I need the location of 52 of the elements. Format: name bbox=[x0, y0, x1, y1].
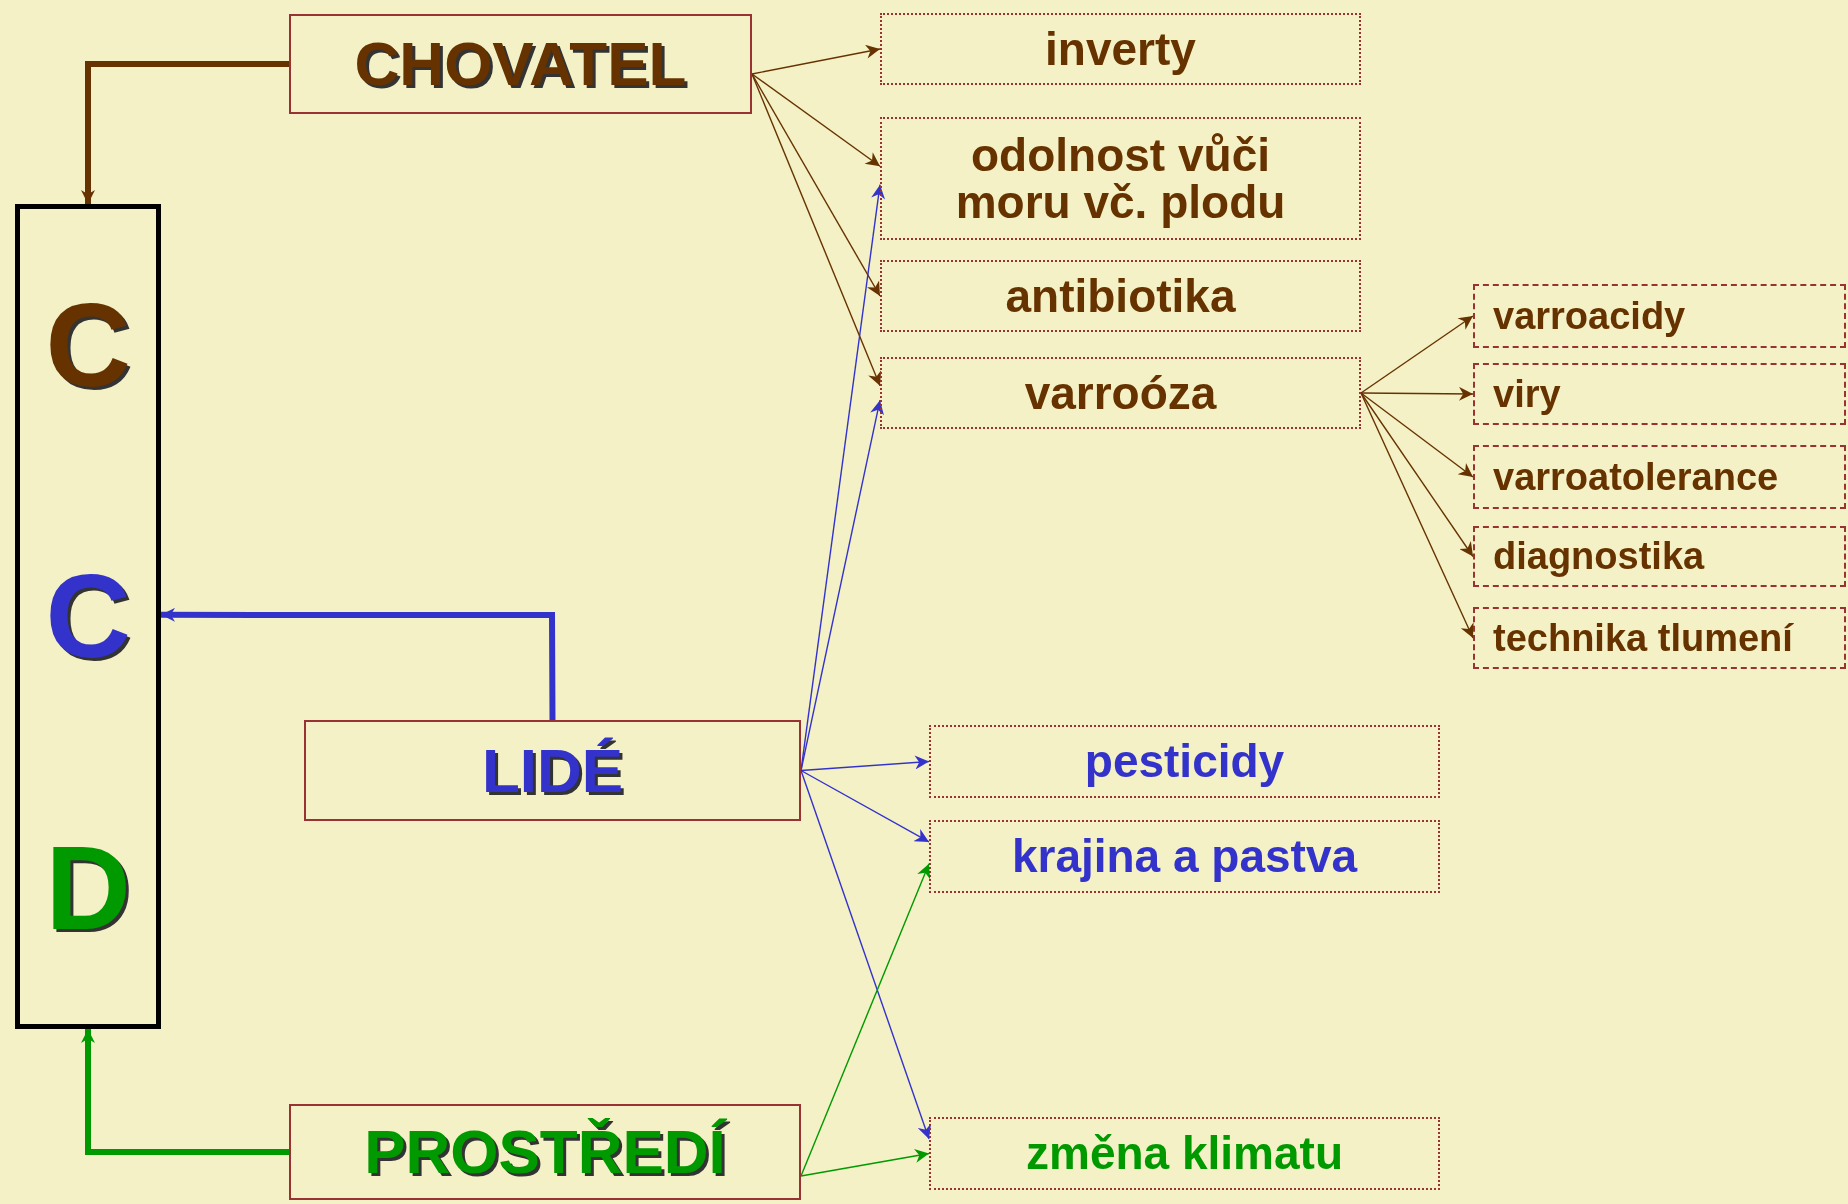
arrow bbox=[1360, 315, 1474, 394]
letter: C bbox=[45, 556, 131, 677]
arrow bbox=[800, 1149, 930, 1177]
topic-label: varroatolerance bbox=[1493, 457, 1779, 497]
topic-box bbox=[929, 820, 1440, 893]
topic-label: varroacidy bbox=[1493, 296, 1686, 336]
topic-label: pesticidy bbox=[1084, 738, 1285, 785]
topic-label: technika tlumení bbox=[1493, 618, 1793, 658]
arrow bbox=[1360, 392, 1474, 639]
arrow bbox=[800, 769, 931, 1140]
topic-label: diagnostika bbox=[1493, 537, 1705, 576]
letter: C bbox=[45, 284, 131, 405]
topic-box bbox=[929, 725, 1440, 798]
topic-box bbox=[289, 14, 752, 114]
topic-label: inverty bbox=[1045, 25, 1196, 73]
topic-label: viry bbox=[1493, 374, 1561, 414]
letter: D bbox=[45, 827, 131, 949]
topic-box bbox=[880, 357, 1361, 429]
arrow bbox=[1360, 386, 1474, 401]
topic-box bbox=[289, 1104, 801, 1200]
arrow bbox=[751, 73, 881, 167]
topic-label: CHOVATEL bbox=[354, 32, 687, 96]
topic-box bbox=[929, 1117, 1440, 1190]
topic-label: varroóza bbox=[1024, 369, 1217, 417]
topic-box bbox=[1473, 284, 1846, 348]
topic-label: změna klimatu bbox=[1026, 1130, 1343, 1177]
topic-label: antibiotika bbox=[1005, 272, 1236, 320]
arrow bbox=[161, 607, 556, 720]
topic-label: odolnost vůči moru vč. plodu bbox=[954, 131, 1287, 226]
topic-label: LIDÉ bbox=[481, 738, 624, 803]
arrow bbox=[751, 73, 882, 387]
arrow bbox=[751, 44, 881, 75]
arrow bbox=[81, 1029, 289, 1155]
arrow bbox=[800, 863, 931, 1177]
arrow bbox=[800, 769, 930, 843]
arrow bbox=[800, 399, 884, 772]
arrow bbox=[81, 61, 289, 204]
topic-box bbox=[1473, 363, 1846, 425]
arrow bbox=[1360, 392, 1474, 478]
topic-label: krajina a pastva bbox=[1011, 833, 1358, 880]
topic-box bbox=[880, 260, 1361, 332]
arrow bbox=[751, 73, 881, 297]
topic-box bbox=[304, 720, 801, 821]
topic-box bbox=[1473, 445, 1846, 509]
topic-label: PROSTŘEDÍ bbox=[364, 1120, 726, 1184]
topic-box bbox=[1473, 526, 1846, 587]
topic-box bbox=[880, 13, 1361, 85]
arrow bbox=[1360, 392, 1474, 558]
topic-box bbox=[1473, 607, 1846, 669]
letter-column-box bbox=[15, 204, 161, 1029]
topic-box bbox=[880, 117, 1361, 240]
arrow bbox=[800, 755, 930, 772]
